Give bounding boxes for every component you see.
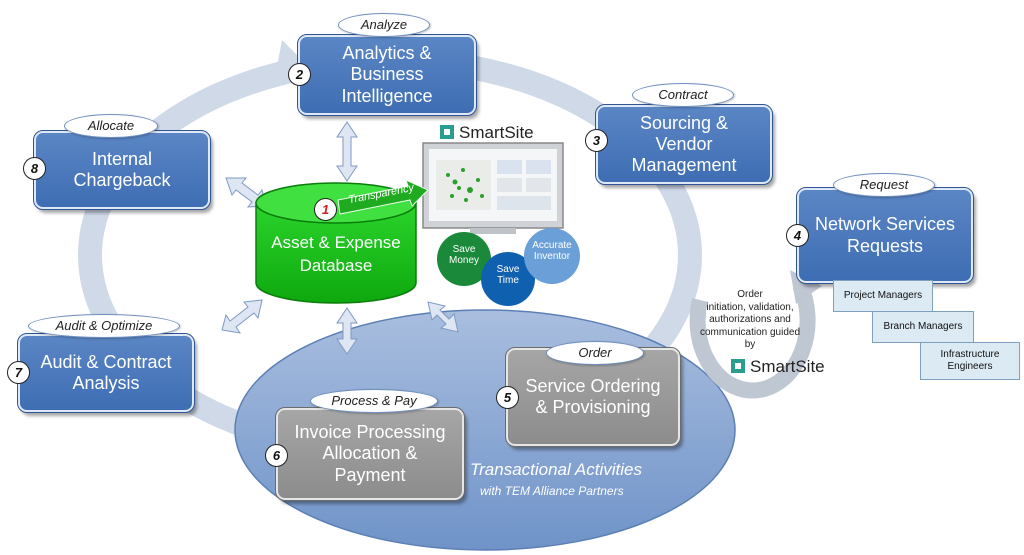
arrow-db-analytics (336, 121, 358, 182)
transactional-subtitle: with TEM Alliance Partners (480, 484, 624, 498)
smartsite-logo-top: SmartSite (459, 123, 534, 142)
transparency-arrow (337, 179, 429, 215)
step-number-4: 4 (786, 224, 809, 247)
step-number-3: 3 (585, 129, 608, 152)
step-number-2: 2 (288, 63, 311, 86)
allocate-tag: Allocate (64, 114, 158, 138)
smartsite-logo-mark-bottom (731, 359, 745, 373)
order-tag: Order (546, 341, 644, 365)
step-number-1: 1 (314, 198, 337, 221)
step-number-5: 5 (496, 386, 519, 409)
audit-optimize-tag: Audit & Optimize (28, 314, 180, 338)
arrow-db-order (427, 301, 459, 333)
arrow-db-audit (221, 299, 263, 334)
step-number-6: 6 (265, 444, 288, 467)
request-tag: Request (833, 173, 935, 197)
analyze-tag: Analyze (338, 13, 430, 37)
requester-infrastructure-engineers: Infrastructure Engineers (920, 342, 1020, 380)
contract-tag: Contract (632, 83, 734, 107)
transactional-title: Transactional Activities (470, 460, 642, 479)
smartsite-logo-mark-top (440, 125, 454, 139)
step-number-7: 7 (7, 361, 30, 384)
order-cycle-arrow (689, 281, 816, 399)
requester-branch-managers: Branch Managers (872, 311, 974, 343)
dashboard-monitor (422, 142, 564, 234)
cycle-arrowhead (276, 40, 300, 72)
requester-project-managers: Project Managers (833, 280, 933, 312)
process-pay-tag: Process & Pay (310, 389, 438, 413)
arrow-db-process (336, 307, 358, 355)
smartsite-logo-bottom: SmartSite (750, 357, 825, 376)
step-number-8: 8 (23, 157, 46, 180)
